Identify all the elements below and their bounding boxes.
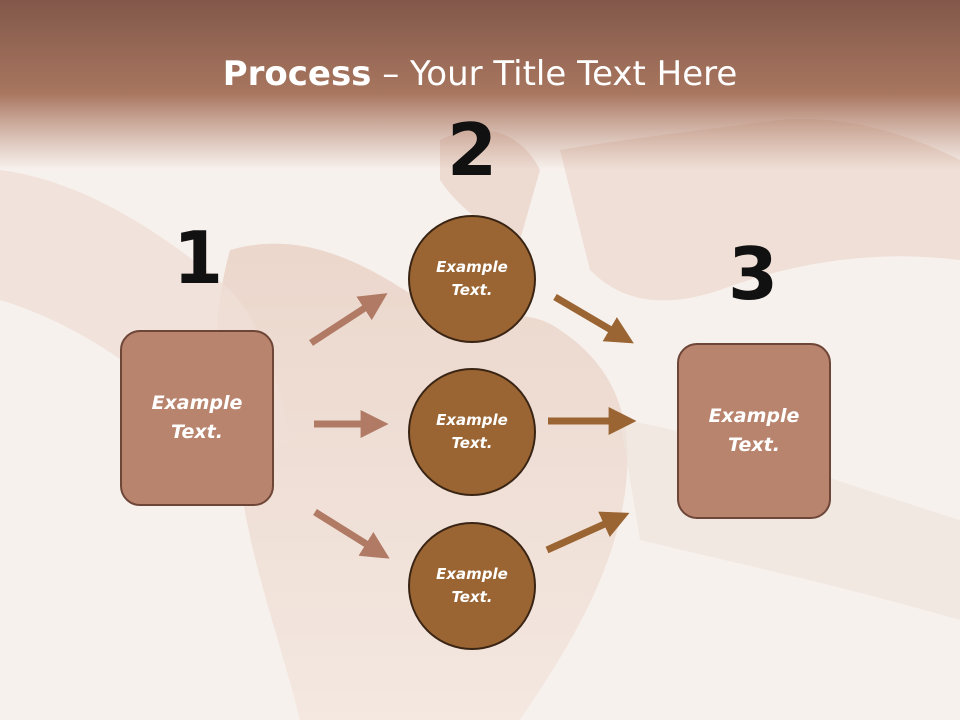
- circle-middle: Example Text.: [408, 368, 536, 496]
- left-step-box: Example Text.: [120, 330, 274, 506]
- arrow-bottom-to-right: [545, 511, 630, 554]
- arrow-left-to-top: [309, 293, 388, 346]
- arrow-top-to-right: [553, 293, 634, 344]
- step-number-3: 3: [727, 232, 779, 316]
- right-step-box-text: Example Text.: [708, 405, 800, 456]
- circle-top: Example Text.: [408, 215, 536, 343]
- circle-top-text: Example Text.: [436, 258, 508, 299]
- circle-bottom-text: Example Text.: [436, 565, 508, 606]
- step-number-1: 1: [172, 216, 224, 300]
- arrow-left-to-bottom: [313, 509, 390, 559]
- right-step-box: Example Text.: [677, 343, 831, 519]
- title-bold: Process: [222, 54, 372, 94]
- circle-middle-text: Example Text.: [436, 411, 508, 452]
- left-step-box-text: Example Text.: [151, 392, 243, 443]
- title-rest: – Your Title Text Here: [371, 54, 738, 94]
- step-number-2: 2: [446, 108, 498, 192]
- slide-title: Process – Your Title Text Here: [0, 52, 960, 96]
- circle-bottom: Example Text.: [408, 522, 536, 650]
